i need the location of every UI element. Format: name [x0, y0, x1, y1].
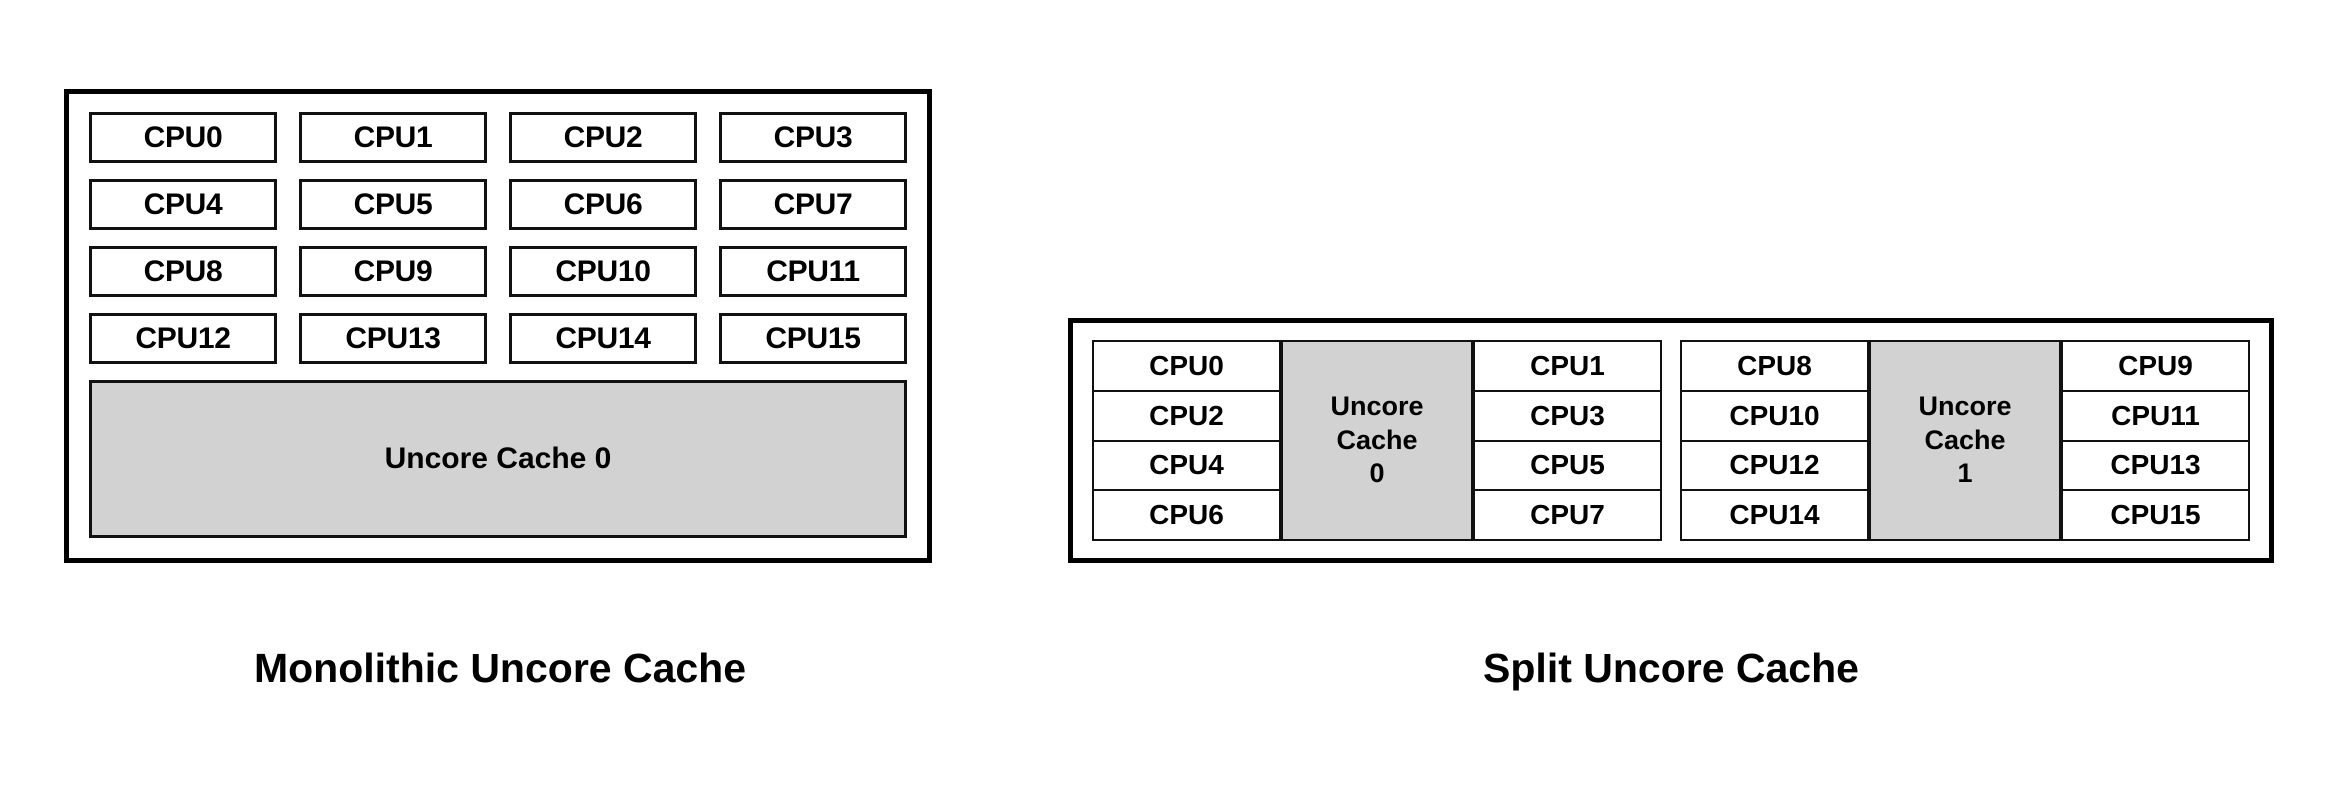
split-package-frame: CPU0 CPU2 CPU4 CPU6 Uncore Cache 0 CPU1 … — [1068, 318, 2274, 563]
monolithic-caption: Monolithic Uncore Cache — [253, 645, 747, 691]
monolithic-package-frame: CPU0 CPU1 CPU2 CPU3 CPU4 CPU5 CPU6 CPU7 … — [64, 89, 932, 563]
cpu-label: CPU12 — [135, 321, 231, 355]
cpu-box: CPU1 — [1473, 340, 1662, 392]
cpu-label: CPU14 — [555, 321, 651, 355]
cpu-box: CPU5 — [1473, 439, 1662, 492]
uncore-cache-label: Uncore Cache 0 — [384, 442, 612, 475]
cpu-box: CPU13 — [299, 313, 487, 364]
cpu-label: CPU9 — [2118, 349, 2193, 381]
cpu-label: CPU3 — [773, 120, 853, 154]
cpu-label: CPU0 — [1149, 349, 1224, 381]
uncore-cache-block: Uncore Cache 0 — [89, 380, 907, 538]
cpu-box: CPU5 — [299, 179, 487, 230]
cpu-box: CPU12 — [1680, 439, 1869, 492]
cpu-box: CPU15 — [2061, 489, 2250, 541]
uncore-cache-word-1: Uncore — [1330, 390, 1424, 421]
cpu-box: CPU10 — [509, 246, 697, 297]
cache-cluster: CPU8 CPU10 CPU12 CPU14 Uncore Cache 1 CP… — [1680, 340, 2250, 541]
cpu-box: CPU15 — [719, 313, 907, 364]
cpu-box: CPU14 — [509, 313, 697, 364]
cpu-label: CPU8 — [143, 254, 223, 288]
cpu-label: CPU6 — [563, 187, 643, 221]
cpu-label: CPU5 — [1530, 449, 1605, 481]
cpu-column-left: CPU0 CPU2 CPU4 CPU6 — [1092, 340, 1281, 541]
cpu-label: CPU14 — [1729, 499, 1820, 531]
uncore-cache-block: Uncore Cache 0 — [1281, 340, 1473, 541]
cpu-box: CPU2 — [1092, 389, 1281, 442]
cpu-box: CPU6 — [509, 179, 697, 230]
cpu-column-left: CPU8 CPU10 CPU12 CPU14 — [1680, 340, 1869, 541]
cpu-label: CPU2 — [1149, 399, 1224, 431]
cpu-label: CPU9 — [353, 254, 433, 288]
cpu-label: CPU11 — [2111, 399, 2200, 431]
uncore-cache-block: Uncore Cache 1 — [1869, 340, 2061, 541]
cpu-box: CPU1 — [299, 112, 487, 163]
cpu-box: CPU3 — [719, 112, 907, 163]
cpu-box: CPU2 — [509, 112, 697, 163]
cpu-label: CPU12 — [1729, 449, 1820, 481]
cpu-box: CPU9 — [299, 246, 487, 297]
uncore-cache-index: 1 — [1957, 458, 1973, 489]
cpu-box: CPU0 — [1092, 340, 1281, 392]
monolithic-uncore-diagram: CPU0 CPU1 CPU2 CPU3 CPU4 CPU5 CPU6 CPU7 … — [64, 89, 932, 563]
cpu-box: CPU4 — [89, 179, 277, 230]
cpu-box: CPU8 — [89, 246, 277, 297]
cpu-label: CPU2 — [563, 120, 643, 154]
cpu-label: CPU8 — [1737, 349, 1812, 381]
cpu-box: CPU8 — [1680, 340, 1869, 392]
uncore-cache-word-1: Uncore — [1918, 390, 2012, 421]
cpu-label: CPU0 — [143, 120, 223, 154]
cpu-label: CPU3 — [1530, 399, 1605, 431]
cpu-box: CPU11 — [719, 246, 907, 297]
monolithic-cpu-grid: CPU0 CPU1 CPU2 CPU3 CPU4 CPU5 CPU6 CPU7 … — [89, 112, 907, 364]
cpu-label: CPU10 — [555, 254, 651, 288]
cpu-label: CPU10 — [1729, 399, 1820, 431]
cpu-box: CPU0 — [89, 112, 277, 163]
cpu-label: CPU7 — [773, 187, 853, 221]
split-uncore-diagram: CPU0 CPU2 CPU4 CPU6 Uncore Cache 0 CPU1 … — [1068, 318, 2274, 563]
cpu-box: CPU12 — [89, 313, 277, 364]
cpu-column-right: CPU9 CPU11 CPU13 CPU15 — [2061, 340, 2250, 541]
cpu-label: CPU13 — [345, 321, 441, 355]
uncore-cache-word-2: Cache — [1924, 424, 2006, 455]
cpu-label: CPU4 — [143, 187, 223, 221]
cpu-box: CPU7 — [719, 179, 907, 230]
split-caption: Split Uncore Cache — [1483, 645, 1859, 691]
cpu-label: CPU15 — [2110, 499, 2201, 531]
cpu-box: CPU14 — [1680, 489, 1869, 541]
cpu-box: CPU9 — [2061, 340, 2250, 392]
cpu-label: CPU1 — [353, 120, 433, 154]
cache-cluster: CPU0 CPU2 CPU4 CPU6 Uncore Cache 0 CPU1 … — [1092, 340, 1662, 541]
cpu-label: CPU5 — [353, 187, 433, 221]
cpu-label: CPU11 — [766, 254, 860, 288]
cpu-box: CPU6 — [1092, 489, 1281, 541]
cpu-label: CPU1 — [1530, 349, 1605, 381]
cpu-box: CPU7 — [1473, 489, 1662, 541]
cpu-label: CPU13 — [2110, 449, 2201, 481]
uncore-cache-index: 0 — [1369, 458, 1385, 489]
cpu-label: CPU4 — [1149, 449, 1224, 481]
cpu-box: CPU11 — [2061, 389, 2250, 442]
cpu-label: CPU6 — [1149, 499, 1224, 531]
cpu-column-right: CPU1 CPU3 CPU5 CPU7 — [1473, 340, 1662, 541]
uncore-cache-word-2: Cache — [1336, 424, 1418, 455]
cpu-box: CPU4 — [1092, 439, 1281, 492]
cpu-label: CPU15 — [765, 321, 861, 355]
cpu-box: CPU3 — [1473, 389, 1662, 442]
cpu-box: CPU13 — [2061, 439, 2250, 492]
cpu-box: CPU10 — [1680, 389, 1869, 442]
cpu-label: CPU7 — [1530, 499, 1605, 531]
